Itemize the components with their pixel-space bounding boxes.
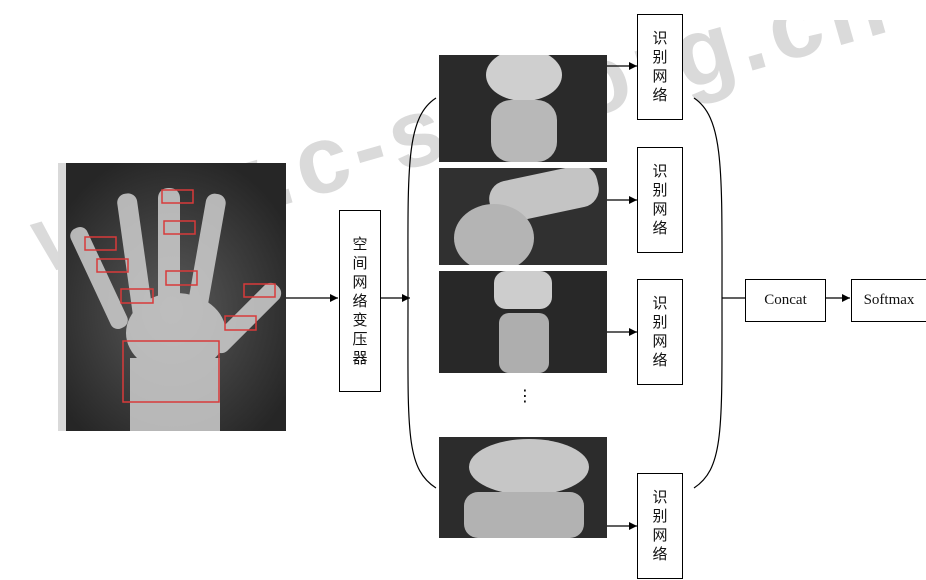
stn-char: 器 [352, 349, 367, 368]
recognition-network-box-1: 识 别 网 络 [637, 14, 683, 120]
softmax-box: Softmax [851, 279, 926, 322]
recognition-network-box-2: 识 别 网 络 [637, 147, 683, 253]
stn-char: 空 [352, 235, 367, 254]
recognition-char: 络 [652, 351, 667, 370]
ellipsis: ⋮ [517, 392, 533, 399]
spatial-transformer-box: 空 间 网 络 变 压 器 [339, 210, 381, 392]
stn-char: 压 [352, 330, 367, 349]
recognition-char: 网 [652, 200, 667, 219]
recognition-char: 识 [652, 29, 667, 48]
stn-char: 变 [352, 311, 367, 330]
stn-char: 络 [352, 292, 367, 311]
recognition-char: 网 [652, 67, 667, 86]
recognition-char: 识 [652, 162, 667, 181]
softmax-label: Softmax [864, 292, 915, 309]
recognition-char: 别 [652, 181, 667, 200]
stn-char: 间 [352, 254, 367, 273]
recognition-char: 络 [652, 219, 667, 238]
concat-box: Concat [745, 279, 826, 322]
recognition-char: 识 [652, 294, 667, 313]
recognition-network-box-3: 识 别 网 络 [637, 279, 683, 385]
recognition-char: 网 [652, 332, 667, 351]
recognition-char: 络 [652, 545, 667, 564]
recognition-char: 络 [652, 86, 667, 105]
concat-label: Concat [764, 292, 807, 309]
recognition-char: 别 [652, 313, 667, 332]
recognition-network-box-4: 识 别 网 络 [637, 473, 683, 579]
recognition-char: 别 [652, 507, 667, 526]
recognition-char: 别 [652, 48, 667, 67]
stn-char: 网 [352, 273, 367, 292]
recognition-char: 网 [652, 526, 667, 545]
recognition-char: 识 [652, 488, 667, 507]
